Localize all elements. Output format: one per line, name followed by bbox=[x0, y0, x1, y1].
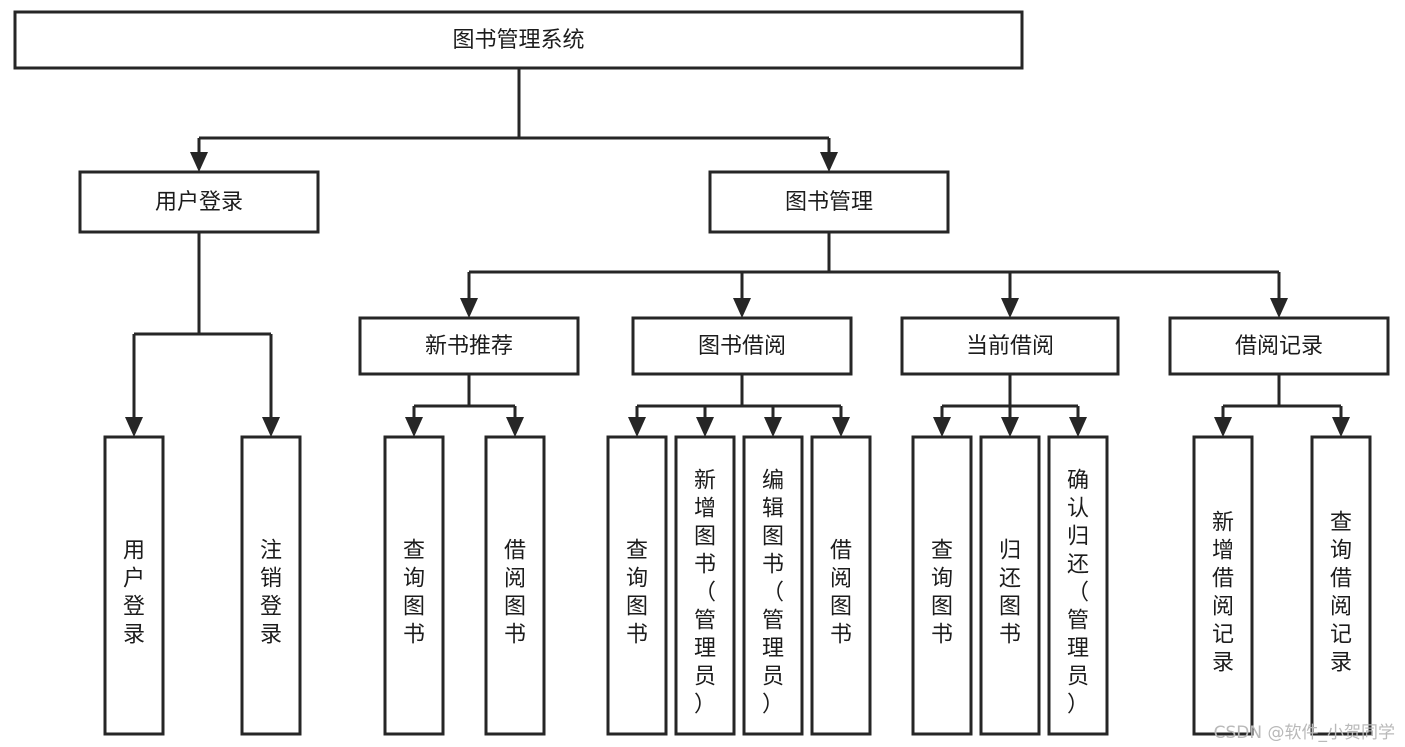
node-leaf-3[interactable]: 借阅图书 bbox=[484, 435, 546, 736]
node-level3-2[interactable]: 当前借阅 bbox=[900, 316, 1120, 376]
arrow-head-icon bbox=[1332, 417, 1350, 437]
arrow-head-icon bbox=[460, 298, 478, 318]
arrow-head-icon bbox=[733, 298, 751, 318]
arrow-head-icon bbox=[764, 417, 782, 437]
node-level3-2-box[interactable] bbox=[900, 316, 1120, 376]
node-level3-3-box[interactable] bbox=[1168, 316, 1390, 376]
node-leaf-9-label: 归还图书 bbox=[999, 538, 1021, 647]
node-layer: 图书管理系统用户登录图书管理新书推荐图书借阅当前借阅借阅记录用户登录注销登录查询… bbox=[13, 10, 1390, 736]
node-leaf-7-label: 借阅图书 bbox=[830, 538, 852, 647]
node-leaf-3-label: 借阅图书 bbox=[504, 538, 526, 647]
node-leaf-10[interactable]: 确认归还（管理员） bbox=[1047, 435, 1109, 736]
node-leaf-9-box[interactable] bbox=[979, 435, 1041, 736]
node-leaf-4-box[interactable] bbox=[606, 435, 668, 736]
arrow-head-icon bbox=[190, 152, 208, 172]
node-leaf-8[interactable]: 查询图书 bbox=[911, 435, 973, 736]
node-leaf-7[interactable]: 借阅图书 bbox=[810, 435, 872, 736]
node-root[interactable]: 图书管理系统 bbox=[13, 10, 1024, 70]
node-level2-0-label: 用户登录 bbox=[155, 190, 243, 215]
node-level3-0[interactable]: 新书推荐 bbox=[358, 316, 580, 376]
connector-group bbox=[405, 374, 524, 437]
node-leaf-6[interactable]: 编辑图书（管理员） bbox=[742, 435, 804, 736]
connector-group bbox=[190, 68, 838, 172]
node-leaf-11[interactable]: 新增借阅记录 bbox=[1192, 435, 1254, 736]
arrow-head-icon bbox=[125, 417, 143, 437]
connector-group bbox=[125, 232, 280, 437]
connector-group bbox=[933, 374, 1087, 437]
arrow-head-icon bbox=[628, 417, 646, 437]
node-leaf-12[interactable]: 查询借阅记录 bbox=[1310, 435, 1372, 736]
node-level2-0[interactable]: 用户登录 bbox=[78, 170, 320, 234]
node-leaf-2[interactable]: 查询图书 bbox=[383, 435, 445, 736]
node-level3-0-label: 新书推荐 bbox=[425, 334, 513, 359]
node-leaf-0[interactable]: 用户登录 bbox=[103, 435, 165, 736]
arrow-head-icon bbox=[1001, 298, 1019, 318]
arrow-head-icon bbox=[405, 417, 423, 437]
node-leaf-10-box[interactable] bbox=[1047, 435, 1109, 736]
connector-layer bbox=[125, 68, 1350, 437]
node-leaf-1-label: 注销登录 bbox=[260, 538, 282, 647]
arrow-head-icon bbox=[1270, 298, 1288, 318]
node-leaf-6-box[interactable] bbox=[742, 435, 804, 736]
csdn-watermark: CSDN @软件_小贺同学 bbox=[1213, 723, 1395, 743]
node-leaf-7-box[interactable] bbox=[810, 435, 872, 736]
node-level3-1-label: 图书借阅 bbox=[698, 334, 786, 359]
arrow-head-icon bbox=[262, 417, 280, 437]
node-leaf-10-label: 确认归还（管理员） bbox=[1067, 468, 1089, 717]
arrow-head-icon bbox=[696, 417, 714, 437]
node-level3-2-label: 当前借阅 bbox=[966, 334, 1054, 359]
node-leaf-1[interactable]: 注销登录 bbox=[240, 435, 302, 736]
node-leaf-8-label: 查询图书 bbox=[931, 538, 953, 647]
node-level3-0-box[interactable] bbox=[358, 316, 580, 376]
node-leaf-4[interactable]: 查询图书 bbox=[606, 435, 668, 736]
node-leaf-5-box[interactable] bbox=[674, 435, 736, 736]
node-level2-1-label: 图书管理 bbox=[785, 190, 873, 215]
node-level2-1-box[interactable] bbox=[708, 170, 950, 234]
node-leaf-2-box[interactable] bbox=[383, 435, 445, 736]
node-leaf-2-label: 查询图书 bbox=[403, 538, 425, 647]
node-level2-0-box[interactable] bbox=[78, 170, 320, 234]
arrow-head-icon bbox=[820, 152, 838, 172]
node-level2-1[interactable]: 图书管理 bbox=[708, 170, 950, 234]
node-leaf-3-box[interactable] bbox=[484, 435, 546, 736]
node-leaf-12-label: 查询借阅记录 bbox=[1330, 510, 1352, 675]
arrow-head-icon bbox=[506, 417, 524, 437]
node-level3-3-label: 借阅记录 bbox=[1235, 334, 1323, 359]
node-root-box[interactable] bbox=[13, 10, 1024, 70]
node-leaf-1-box[interactable] bbox=[240, 435, 302, 736]
arrow-head-icon bbox=[832, 417, 850, 437]
arrow-head-icon bbox=[1214, 417, 1232, 437]
node-leaf-5-label: 新增图书（管理员） bbox=[694, 468, 716, 717]
connector-group bbox=[628, 374, 850, 437]
node-level3-1-box[interactable] bbox=[631, 316, 853, 376]
node-leaf-11-box[interactable] bbox=[1192, 435, 1254, 736]
arrow-head-icon bbox=[933, 417, 951, 437]
node-leaf-12-box[interactable] bbox=[1310, 435, 1372, 736]
node-leaf-9[interactable]: 归还图书 bbox=[979, 435, 1041, 736]
connector-group bbox=[1214, 374, 1350, 437]
connector-group bbox=[460, 232, 1288, 318]
node-leaf-5[interactable]: 新增图书（管理员） bbox=[674, 435, 736, 736]
node-root-label: 图书管理系统 bbox=[452, 28, 584, 53]
node-level3-1[interactable]: 图书借阅 bbox=[631, 316, 853, 376]
node-leaf-6-label: 编辑图书（管理员） bbox=[762, 468, 784, 717]
node-level3-3[interactable]: 借阅记录 bbox=[1168, 316, 1390, 376]
node-leaf-4-label: 查询图书 bbox=[626, 538, 648, 647]
node-leaf-0-box[interactable] bbox=[103, 435, 165, 736]
arrow-head-icon bbox=[1001, 417, 1019, 437]
node-leaf-8-box[interactable] bbox=[911, 435, 973, 736]
node-leaf-0-label: 用户登录 bbox=[123, 538, 145, 647]
arrow-head-icon bbox=[1069, 417, 1087, 437]
node-leaf-11-label: 新增借阅记录 bbox=[1212, 510, 1234, 675]
